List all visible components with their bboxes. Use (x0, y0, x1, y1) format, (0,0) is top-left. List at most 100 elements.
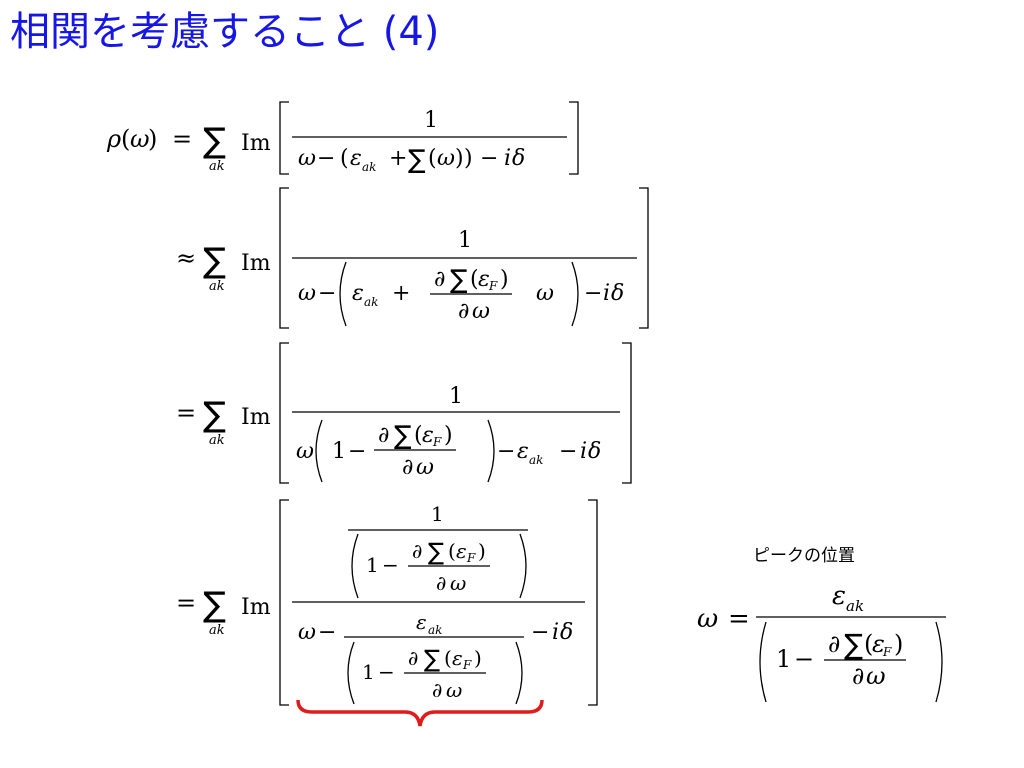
summation-index: ak (209, 623, 225, 638)
self-energy-sigma: ∑ (844, 628, 863, 661)
one-digit: 1 (362, 660, 375, 684)
left-square-bracket (279, 187, 289, 329)
paren: ( (444, 646, 452, 670)
fermi-subscript: F (488, 279, 498, 293)
paren: ( (470, 267, 479, 292)
paren: ) (464, 146, 473, 171)
epsilon-subscript: ak (846, 597, 864, 615)
partial-symbol: ∂ (852, 662, 864, 690)
right-big-paren (519, 533, 527, 599)
fermi-subscript: F (882, 645, 892, 659)
underbrace-annotation (296, 699, 544, 727)
fermi-energy-epsilon: ε (456, 539, 467, 563)
epsilon-symbol: ε (352, 281, 364, 306)
epsilon-subscript: ak (364, 295, 378, 309)
numerator-one: 1 (449, 384, 463, 409)
imaginary-unit: i (580, 439, 587, 464)
self-energy-sigma: ∑ (428, 538, 444, 566)
imaginary-part: Im (241, 405, 271, 430)
one-digit: 1 (332, 439, 346, 464)
paren: ) (500, 267, 509, 292)
omega-symbol: ω (416, 455, 434, 480)
epsilon-subscript: ak (362, 160, 376, 174)
summation-sign: ∑ (203, 585, 226, 625)
paren: ) (455, 146, 464, 171)
paren: ( (414, 423, 423, 448)
epsilon-symbol: ε (350, 146, 362, 171)
minus-sign: − (382, 553, 399, 577)
paren: ) (478, 539, 486, 563)
fermi-energy-epsilon: ε (872, 630, 885, 658)
self-energy-sigma: ∑ (394, 421, 412, 451)
summation-index: ak (209, 433, 225, 448)
omega-symbol: ω (130, 125, 150, 153)
delta-symbol: δ (611, 281, 624, 306)
imaginary-part: Im (241, 251, 271, 276)
self-energy-sigma: ∑ (450, 265, 468, 295)
omega-symbol: ω (298, 146, 316, 171)
right-big-paren (935, 621, 943, 703)
omega-symbol: ω (866, 662, 886, 690)
fermi-energy-epsilon: ε (422, 423, 434, 448)
right-square-bracket (588, 499, 598, 706)
omega-symbol: ω (536, 281, 554, 306)
fermi-energy-epsilon: ε (478, 267, 490, 292)
omega-symbol: ω (298, 281, 316, 306)
paren: ( (428, 146, 437, 171)
left-big-paren (315, 419, 323, 483)
numerator-one: 1 (458, 228, 472, 253)
paren: ) (444, 423, 453, 448)
partial-symbol: ∂ (402, 455, 413, 480)
minus-sign: − (584, 281, 602, 306)
minus-sign: − (318, 281, 336, 306)
omega-symbol: ω (446, 678, 462, 702)
paren: ( (121, 125, 130, 153)
imaginary-part: Im (241, 131, 271, 156)
plus-sign: + (389, 146, 407, 171)
epsilon-subscript: ak (529, 453, 543, 467)
fermi-energy-epsilon: ε (452, 646, 463, 670)
partial-symbol: ∂ (412, 539, 422, 563)
epsilon-symbol: ε (517, 439, 529, 464)
partial-symbol: ∂ (458, 299, 469, 324)
left-big-paren (339, 261, 347, 327)
paren: ) (474, 646, 482, 670)
one-digit: 1 (366, 553, 379, 577)
paren: ( (448, 539, 456, 563)
imaginary-unit: i (552, 620, 559, 645)
left-square-bracket (279, 101, 289, 175)
minus-sign: − (318, 620, 336, 645)
omega-symbol: ω (296, 439, 314, 464)
left-square-bracket (279, 342, 289, 484)
omega-symbol: ω (298, 620, 316, 645)
slide-title: 相関を考慮すること (4) (10, 9, 440, 55)
approx-sign: ≈ (176, 244, 196, 272)
partial-symbol: ∂ (828, 630, 840, 658)
epsilon-symbol: ε (416, 610, 427, 634)
equals-sign: = (728, 604, 750, 634)
minus-sign: − (794, 645, 814, 673)
minus-sign: − (317, 146, 335, 171)
plus-sign: + (392, 281, 410, 306)
partial-symbol: ∂ (378, 423, 389, 448)
right-big-paren (515, 641, 523, 705)
partial-symbol: ∂ (434, 267, 445, 292)
one-digit: 1 (776, 645, 791, 673)
equals-sign: = (176, 589, 196, 617)
numerator-one: 1 (431, 502, 444, 526)
minus-sign: − (531, 620, 549, 645)
partial-symbol: ∂ (408, 646, 418, 670)
right-square-bracket (622, 342, 632, 484)
right-square-bracket (569, 101, 579, 175)
minus-sign: − (497, 439, 515, 464)
omega-symbol: ω (697, 604, 718, 634)
imaginary-unit: i (504, 146, 511, 171)
epsilon-subscript: ak (428, 623, 442, 637)
left-square-bracket (279, 499, 289, 706)
left-big-paren (347, 641, 355, 705)
